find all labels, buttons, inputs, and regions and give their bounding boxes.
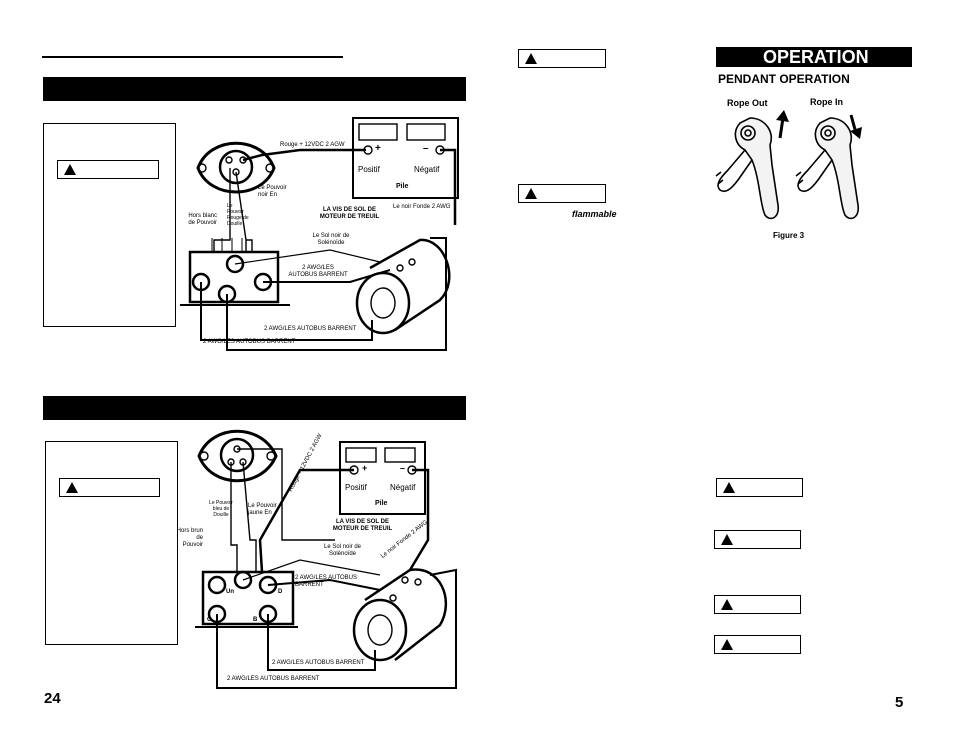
- warning-triangle-icon: [721, 639, 733, 650]
- battery-label: Pile: [396, 183, 409, 190]
- warning-triangle-icon: [525, 188, 537, 199]
- warning-triangle-icon: [66, 482, 78, 493]
- solenoid-ground-label: Le Sol noir de Solénoïde: [312, 233, 350, 246]
- arrow-up-icon: [776, 110, 789, 139]
- bus-bars-short-label-2: 2 AWG/LES AUTOBUS BARRENT: [295, 575, 358, 588]
- terminal-d-label: D: [278, 589, 283, 595]
- white-out-label: Hors blanc de Pouvoir: [188, 213, 217, 226]
- terminal-a-label: Un: [226, 589, 234, 595]
- rope-in-label: Rope In: [810, 97, 843, 107]
- power-socket-label: Le Pouvoir Rouge de Douille: [227, 203, 249, 227]
- plus-sign-2: +: [362, 463, 368, 473]
- figure-caption: Figure 3: [773, 231, 805, 240]
- plus-sign: +: [375, 143, 381, 154]
- warning-box-6: [714, 530, 801, 549]
- warning-box-1: [57, 160, 159, 179]
- bus-bars-outer-label: 2 AWG/LES AUTOBUS BARRENT: [203, 339, 296, 345]
- battery-negative-2: Négatif: [390, 483, 416, 492]
- red-wire-label: Rouge + 12VDC 2 AGW: [280, 142, 345, 148]
- bus-bars-outer-label-2: 2 AWG/LES AUTOBUS BARRENT: [227, 676, 320, 682]
- warning-triangle-icon: [721, 534, 733, 545]
- warning-box-5: [716, 478, 803, 497]
- pendant-rope-out-illustration: [715, 117, 780, 220]
- warning-box-2: [59, 478, 160, 497]
- section-bar-2: [43, 396, 466, 420]
- note-box-2: [45, 441, 178, 645]
- battery-positive: Positif: [358, 165, 380, 174]
- battery-label-2: Pile: [375, 500, 388, 507]
- bus-bars-inner-label-2: 2 AWG/LES AUTOBUS BARRENT: [272, 660, 365, 666]
- power-blue-label: Le Pouvoir bleu de Douille: [209, 500, 233, 518]
- warning-triangle-icon: [723, 482, 735, 493]
- page-number-left: 24: [44, 690, 61, 707]
- solenoid-ground-label-2: Le Sol noir de Solénoïde: [323, 544, 362, 557]
- operation-title: OPERATION: [763, 47, 869, 67]
- terminal-c-label: C: [207, 617, 212, 623]
- pendant-operation-heading: PENDANT OPERATION: [718, 72, 850, 86]
- terminal-b-label: B: [253, 617, 258, 623]
- top-rule: [42, 56, 343, 58]
- warning-box-4: [518, 184, 606, 203]
- minus-sign-2: –: [400, 463, 406, 473]
- power-black-label: Le Pouvoir noir En: [258, 185, 287, 198]
- battery-positive-2: Positif: [345, 483, 367, 492]
- rope-out-label: Rope Out: [727, 98, 768, 108]
- operation-header: OPERATION: [716, 47, 912, 67]
- pendant-rope-in-illustration: [795, 117, 860, 220]
- bus-bars-short-label: 2 AWG/LES AUTOBUS BARRENT: [288, 265, 348, 278]
- power-yellow-label: Le Pouvoir jaune En: [248, 503, 277, 516]
- black-ground-label: Le noir Fonde 2 AWG: [393, 204, 451, 210]
- bus-bars-inner-label: 2 AWG/LES AUTOBUS BARRENT: [264, 326, 357, 332]
- section-bar-1: [43, 77, 466, 101]
- warning-box-8: [714, 635, 801, 654]
- minus-sign: –: [423, 143, 429, 154]
- warning-box-7: [714, 595, 801, 614]
- warning-triangle-icon: [721, 599, 733, 610]
- warning-box-3: [518, 49, 606, 68]
- arrow-down-icon: [849, 114, 862, 139]
- warning-triangle-icon: [525, 53, 537, 64]
- brown-out-label: Hors brun de Pouvoir: [176, 528, 203, 548]
- page-number-right: 5: [895, 694, 904, 711]
- note-box-1: [43, 123, 176, 327]
- flammable-word: flammable: [572, 209, 617, 219]
- ground-screw-label: LA VIS DE SOL DE MOTEUR DE TREUIL: [319, 207, 380, 220]
- warning-triangle-icon: [64, 164, 76, 175]
- ground-screw-label-2: LA VIS DE SOL DE MOTEUR DE TREUIL: [332, 519, 393, 532]
- battery-negative: Négatif: [414, 165, 440, 174]
